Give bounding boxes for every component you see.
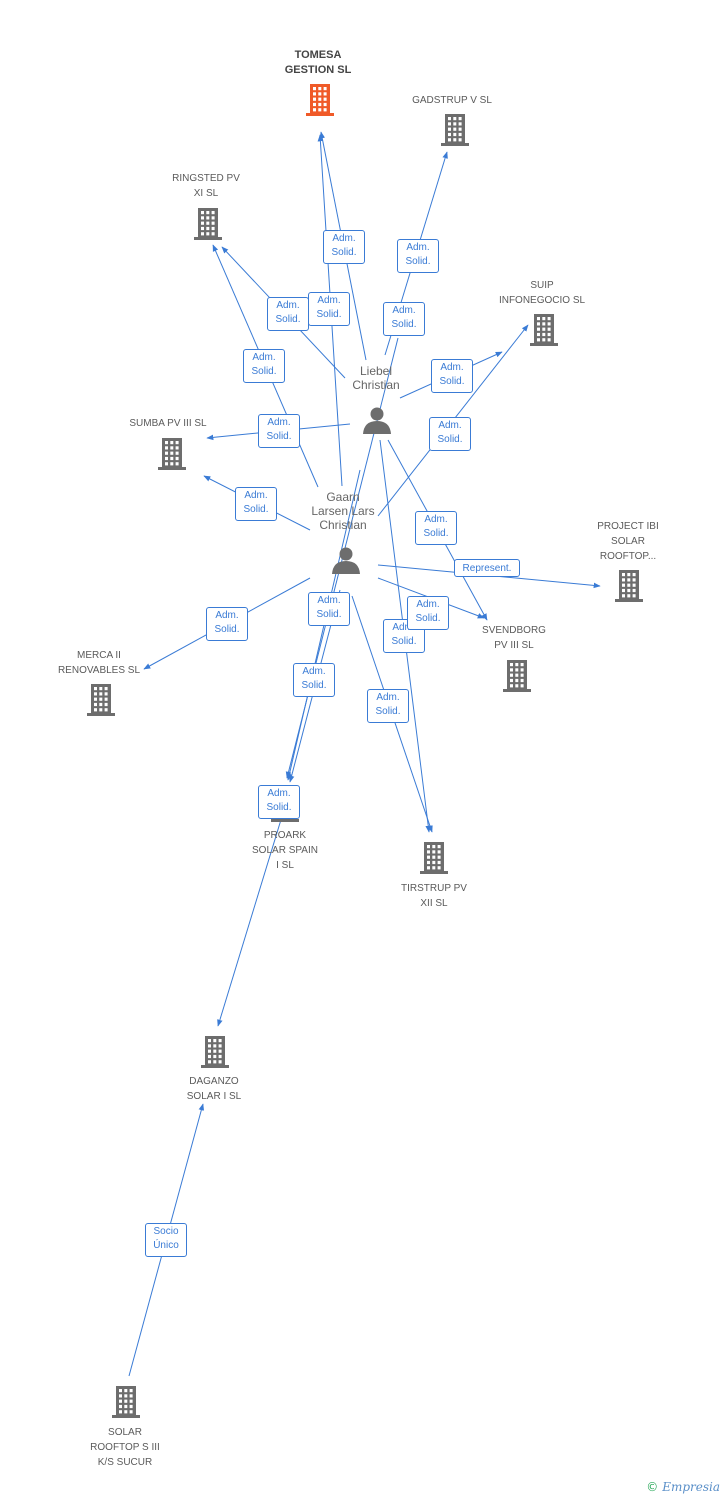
node-merca[interactable]: MERCA II RENOVABLES SL [44,648,154,678]
node-sumba[interactable]: SUMBA PV III SL [118,416,218,431]
edge-label-proark-daganzo[interactable]: Adm. Solid. [258,785,300,819]
edge-label-gaarn-svendborg[interactable]: Adm. Solid. [407,596,449,630]
building-icon[interactable] [306,84,334,116]
node-solar-rooftop[interactable]: SOLAR ROOFTOP S III K/S SUCUR [75,1425,175,1470]
edge-label-gaarn-gadstrup[interactable]: Adm. Solid. [293,663,335,697]
node-label: Liebel Christian [352,364,400,392]
footer-brand: ©Empresia [646,1480,720,1494]
edge-label-gaarn-sumba[interactable]: Adm. Solid. [235,487,277,521]
node-svendborg[interactable]: SVENDBORG PV III SL [469,623,559,653]
edge-label-liebel-ringsted[interactable]: Adm. Solid. [267,297,309,331]
edge-label-solar_rooftop-daganzo[interactable]: Socio Único [145,1223,187,1257]
node-daganzo[interactable]: DAGANZO SOLAR I SL [169,1074,259,1104]
edge-label-liebel-tomesa[interactable]: Adm. Solid. [323,230,365,264]
node-label: Gaarn Larsen Lars Christian [311,490,375,532]
building-icon[interactable] [87,684,115,716]
node-tomesa[interactable]: TOMESA GESTION SL [273,48,363,78]
building-icon[interactable] [158,438,186,470]
building-icon[interactable] [201,1036,229,1068]
edge-label-liebel-suip[interactable]: Adm. Solid. [431,359,473,393]
node-label: GADSTRUP V SL [412,95,492,106]
edge-label-gaarn-tirstrup[interactable]: Adm. Solid. [367,689,409,723]
copyright-symbol: © [646,1480,659,1494]
node-ringsted[interactable]: RINGSTED PV XI SL [161,171,251,201]
edge-label-gaarn-suip[interactable]: Adm. Solid. [429,417,471,451]
node-gaarn[interactable]: Gaarn Larsen Lars Christian [298,490,388,532]
node-gadstrup[interactable]: GADSTRUP V SL [397,93,507,108]
node-label: TOMESA GESTION SL [284,49,352,76]
person-icon[interactable] [363,407,391,435]
edge-label-gaarn-tomesa[interactable]: Adm. Solid. [308,292,350,326]
node-label: SUMBA PV III SL [129,418,207,429]
edge-label-liebel-svendborg[interactable]: Adm. Solid. [415,511,457,545]
building-icon[interactable] [441,114,469,146]
building-icon[interactable] [615,570,643,602]
node-label: SVENDBORG PV III SL [482,625,546,651]
building-icon[interactable] [194,208,222,240]
node-label: RINGSTED PV XI SL [172,173,240,199]
node-label: DAGANZO SOLAR I SL [186,1076,242,1102]
edge-label-liebel-proark[interactable]: Adm. Solid. [383,302,425,336]
building-icon[interactable] [530,314,558,346]
node-label: PROARK SOLAR SPAIN I SL [252,830,318,871]
node-label: TIRSTRUP PV XII SL [401,883,467,909]
node-suip[interactable]: SUIP INFONEGOCIO SL [487,278,597,308]
edge-label-gaarn-proark[interactable]: Adm. Solid. [308,592,350,626]
node-label: SOLAR ROOFTOP S III K/S SUCUR [90,1427,160,1468]
node-label: SUIP INFONEGOCIO SL [498,280,586,306]
node-project-ibi[interactable]: PROJECT IBI SOLAR ROOFTOP... [583,519,673,564]
person-icon[interactable] [332,547,360,575]
edge-label-gaarn-merca[interactable]: Adm. Solid. [206,607,248,641]
node-liebel[interactable]: Liebel Christian [336,364,416,392]
edge-label-gaarn-ringsted[interactable]: Adm. Solid. [243,349,285,383]
node-label: MERCA II RENOVABLES SL [57,650,141,676]
edge-label-liebel-sumba[interactable]: Adm. Solid. [258,414,300,448]
building-icon[interactable] [420,842,448,874]
node-proark[interactable]: PROARK SOLAR SPAIN I SL [240,828,330,873]
node-tirstrup[interactable]: TIRSTRUP PV XII SL [389,881,479,911]
building-icon[interactable] [503,660,531,692]
building-icon[interactable] [112,1386,140,1418]
brand-logo: Empresia [662,1480,720,1494]
edge-label-liebel-gadstrup[interactable]: Adm. Solid. [397,239,439,273]
node-label: PROJECT IBI SOLAR ROOFTOP... [597,521,659,562]
edge-label-gaarn-project_ibi[interactable]: Represent. [454,559,520,577]
edge-proark-to-daganzo [217,799,288,1027]
